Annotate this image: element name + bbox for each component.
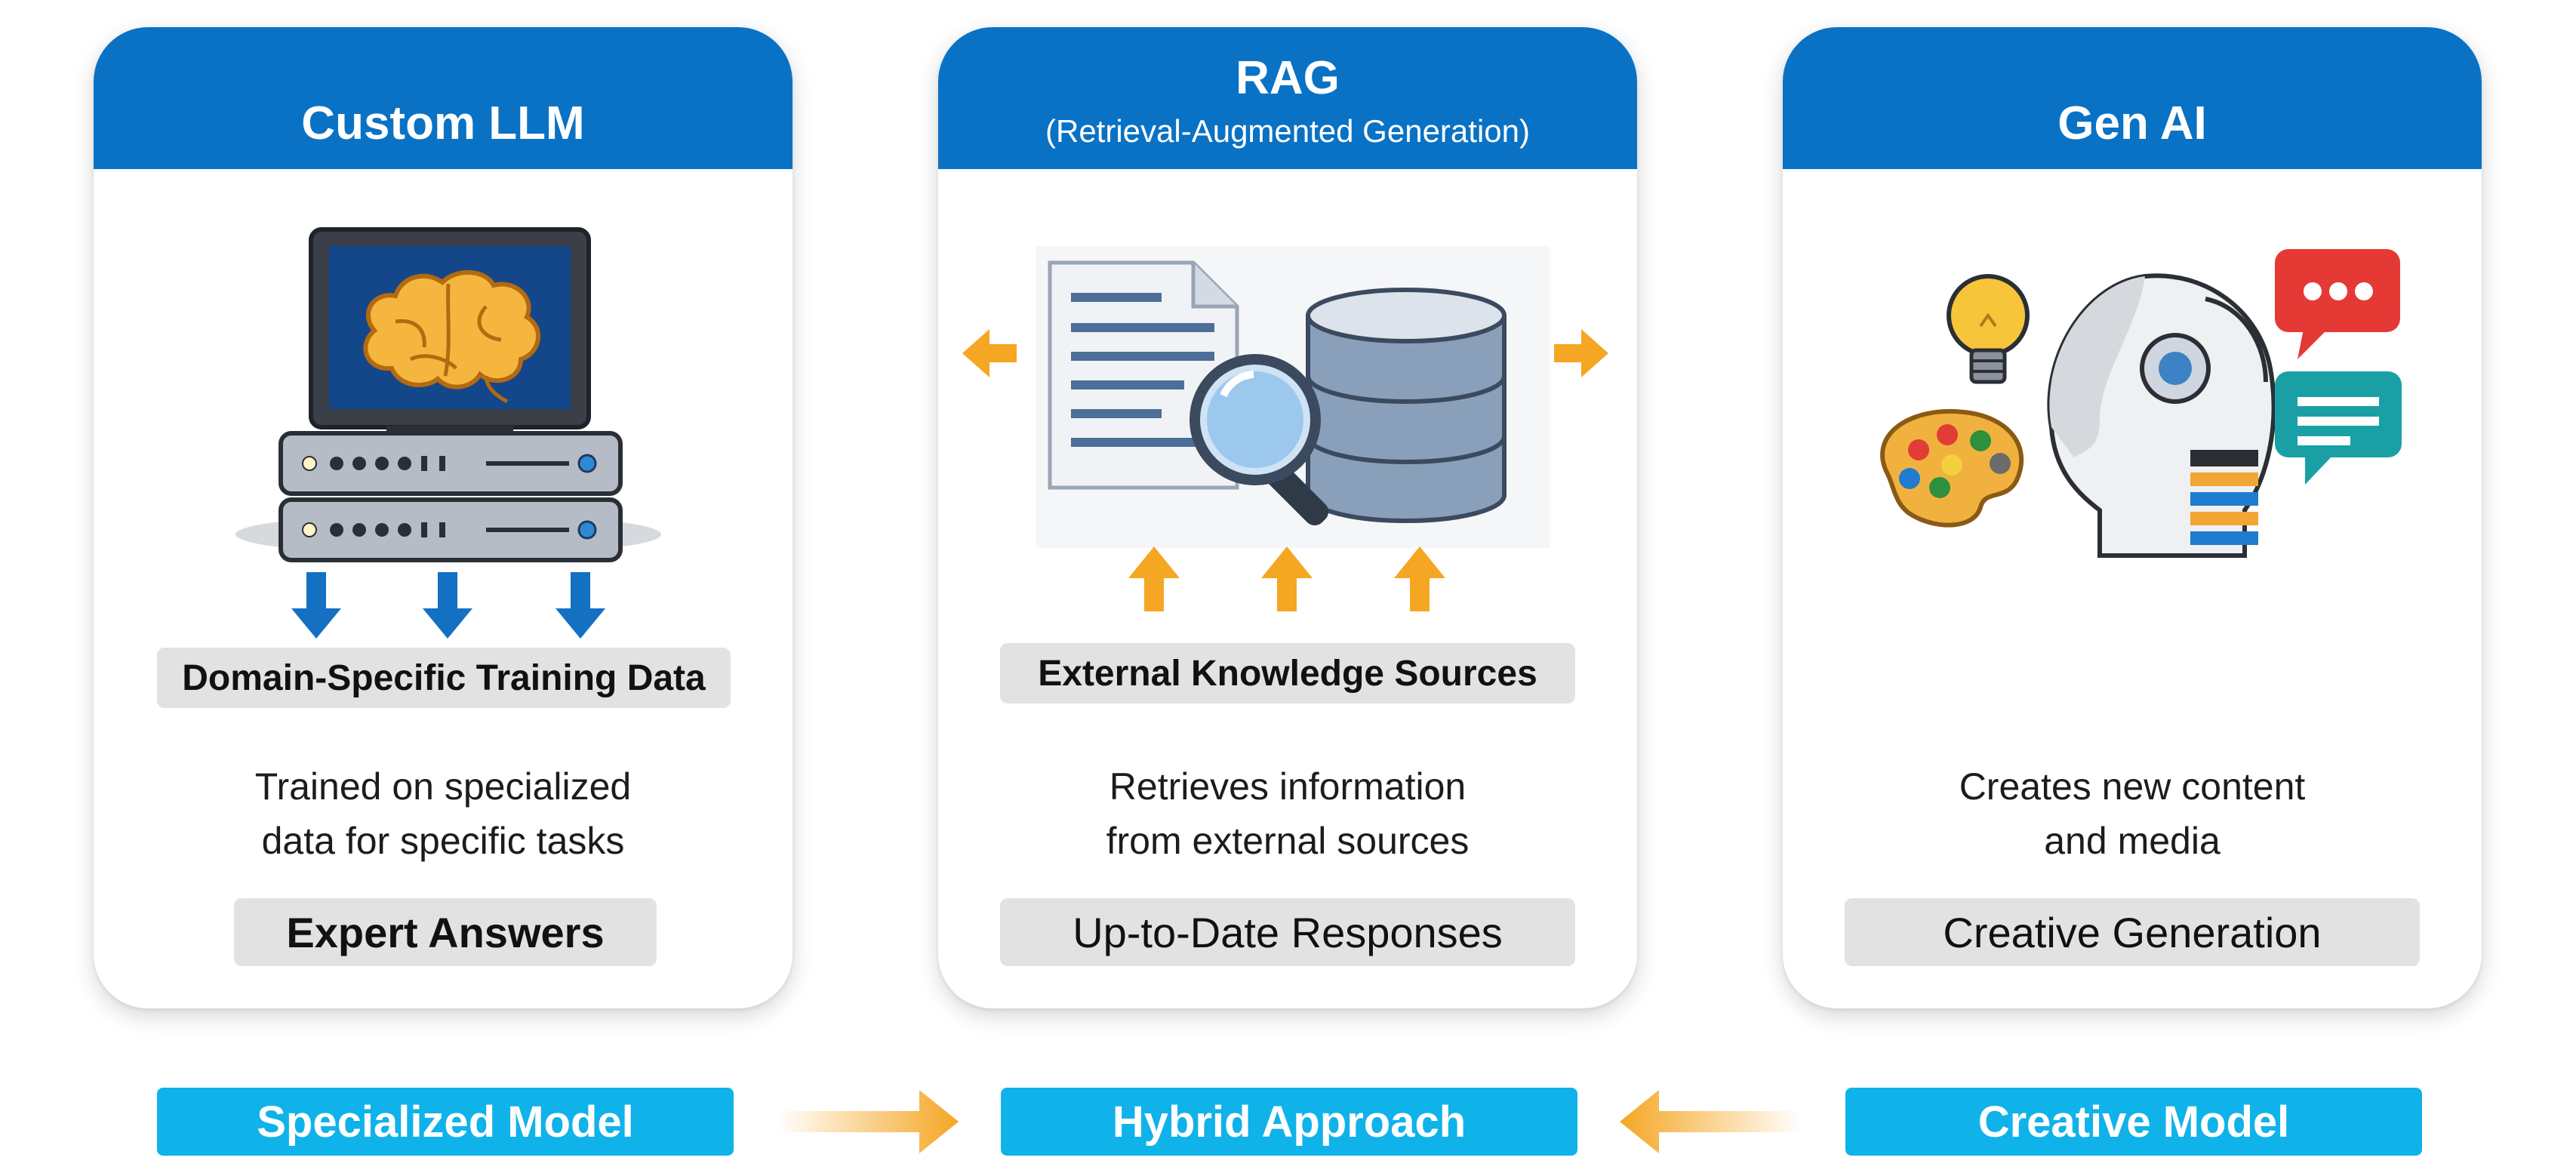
card-custom-llm: Custom LLM xyxy=(94,27,792,1008)
specialized-model-label: Specialized Model xyxy=(157,1088,734,1156)
llm-illustration xyxy=(235,227,661,639)
magnifier-icon xyxy=(1190,354,1329,526)
chat-bubble-red-icon xyxy=(2275,249,2400,359)
arrow-up-icon xyxy=(1394,546,1445,611)
arrow-down-icon xyxy=(556,572,605,639)
card-header: Custom LLM xyxy=(94,27,792,169)
outcome-label: Expert Answers xyxy=(234,898,657,966)
arrow-up-icon xyxy=(1261,546,1313,611)
arrow-right-icon xyxy=(777,1090,959,1153)
card-title: RAG xyxy=(1236,52,1340,104)
card-header: RAG (Retrieval-Augmented Generation) xyxy=(938,27,1637,169)
card-title: Gen AI xyxy=(2057,97,2207,149)
outcome-label: Up-to-Date Responses xyxy=(1000,898,1575,966)
card-gen-ai: Gen AI xyxy=(1783,27,2482,1008)
hybrid-approach-label: Hybrid Approach xyxy=(1001,1088,1577,1156)
arrow-up-icon xyxy=(1128,546,1180,611)
arrow-down-icon xyxy=(291,572,341,639)
card-header: Gen AI xyxy=(1783,27,2482,169)
description-line: Retrieves information xyxy=(1109,765,1467,808)
palette-icon xyxy=(1880,409,2024,528)
creative-model-label: Creative Model xyxy=(1845,1088,2422,1156)
arrow-left-icon xyxy=(962,329,1017,377)
card-description: Creates new content and media xyxy=(1783,759,2482,868)
card-rag: RAG (Retrieval-Augmented Generation) xyxy=(938,27,1637,1008)
server-rack-icon xyxy=(279,431,623,562)
description-line: data for specific tasks xyxy=(261,820,625,862)
card-subtitle: (Retrieval-Augmented Generation) xyxy=(1045,113,1530,149)
description-line: from external sources xyxy=(1106,820,1470,862)
description-line: Creates new content xyxy=(1959,765,2306,808)
description-line: and media xyxy=(2044,820,2221,862)
source-label: Domain-Specific Training Data xyxy=(157,648,731,708)
rag-illustration xyxy=(962,246,1608,611)
genai-illustration xyxy=(1880,249,2402,558)
card-description: Trained on specialized data for specific… xyxy=(94,759,792,868)
card-description: Retrieves information from external sour… xyxy=(938,759,1637,868)
card-title: Custom LLM xyxy=(301,97,585,149)
chat-bubble-teal-icon xyxy=(2275,371,2402,485)
arrow-left-icon xyxy=(1620,1090,1801,1153)
arrow-right-icon xyxy=(1554,329,1608,377)
arrow-down-icon xyxy=(423,572,472,639)
description-line: Trained on specialized xyxy=(254,765,632,808)
robot-head-icon xyxy=(2047,273,2276,558)
outcome-label: Creative Generation xyxy=(1845,898,2420,966)
brain-icon xyxy=(363,270,541,404)
source-label: External Knowledge Sources xyxy=(1000,643,1575,703)
lightbulb-icon xyxy=(1947,274,2030,384)
